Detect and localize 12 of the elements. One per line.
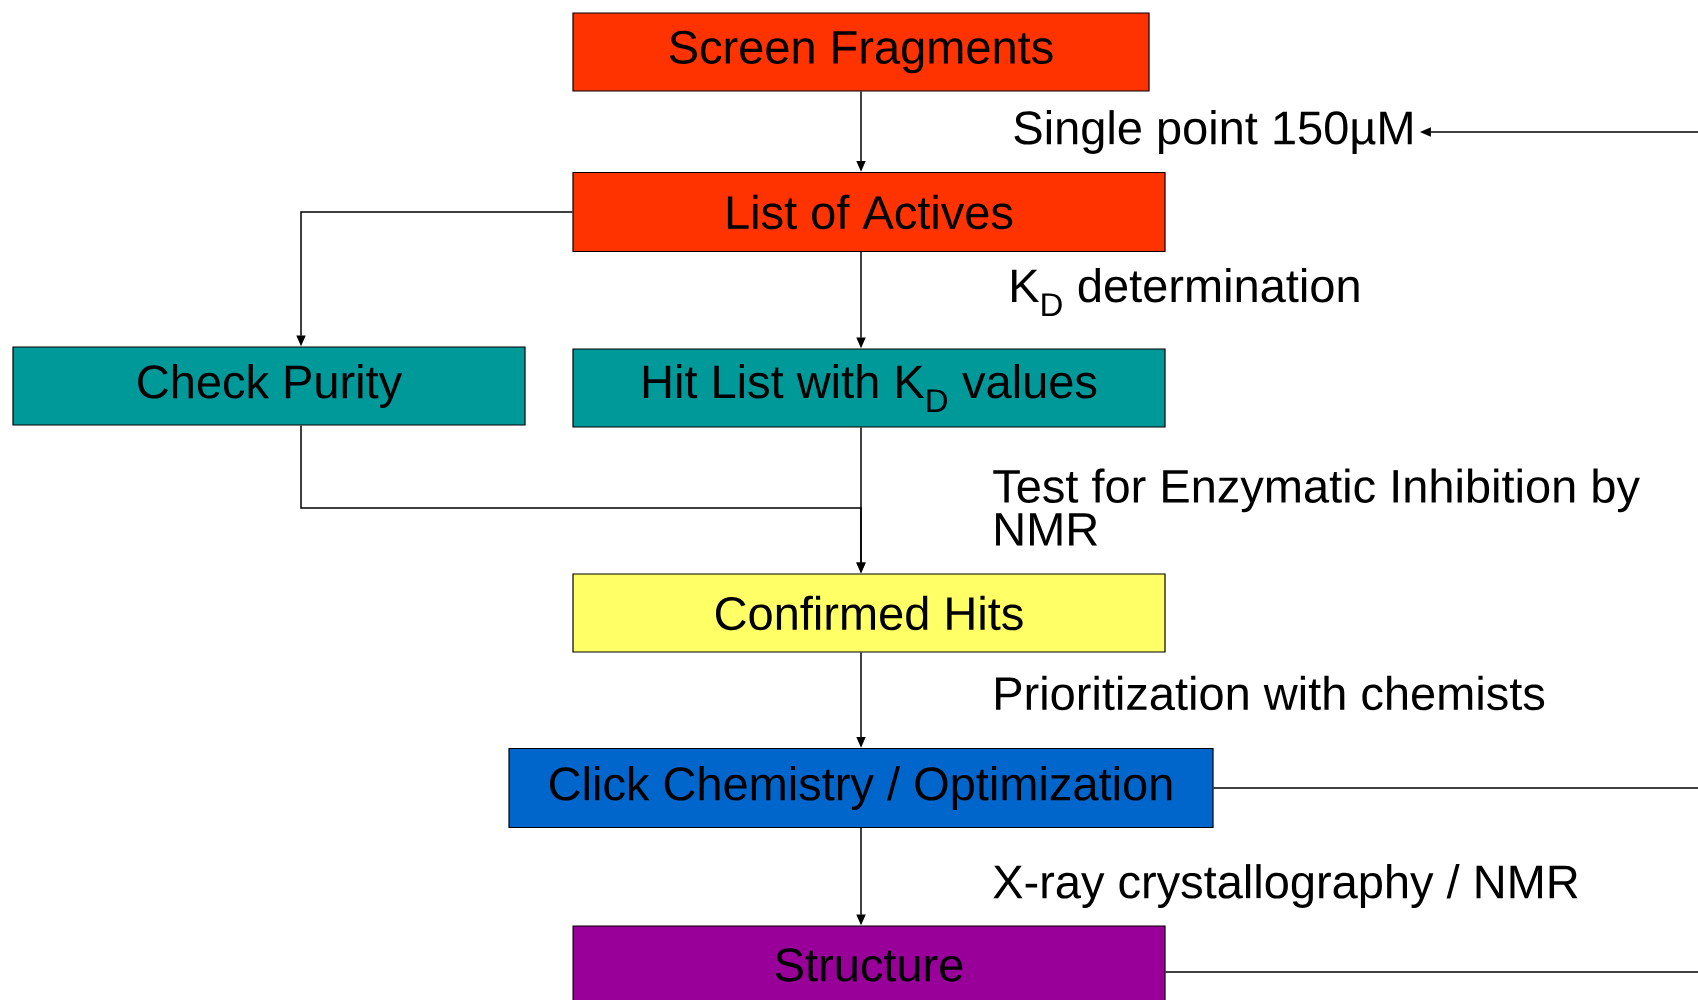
edge-label: Test for Enzymatic Inhibition by NMR xyxy=(989,465,1656,549)
process-box: Hit List with K$_{D}$ values xyxy=(572,348,1166,428)
process-box: List of Actives xyxy=(572,171,1166,253)
edge-label: X-ray crystallography / NMR xyxy=(989,861,1583,911)
process-box: Structure xyxy=(572,925,1166,1000)
annotation-text: Single point 150µM xyxy=(1014,110,1412,154)
edge-label: K$_{D}$ determination xyxy=(1005,264,1365,320)
process-box: Screen Fragments xyxy=(572,12,1150,92)
edge-label: Prioritization with chemists xyxy=(989,672,1549,714)
process-box: Confirmed Hits xyxy=(572,573,1166,653)
process-box: Check Purity xyxy=(12,346,526,426)
process-box: Click Chemistry / Optimization xyxy=(508,747,1214,829)
